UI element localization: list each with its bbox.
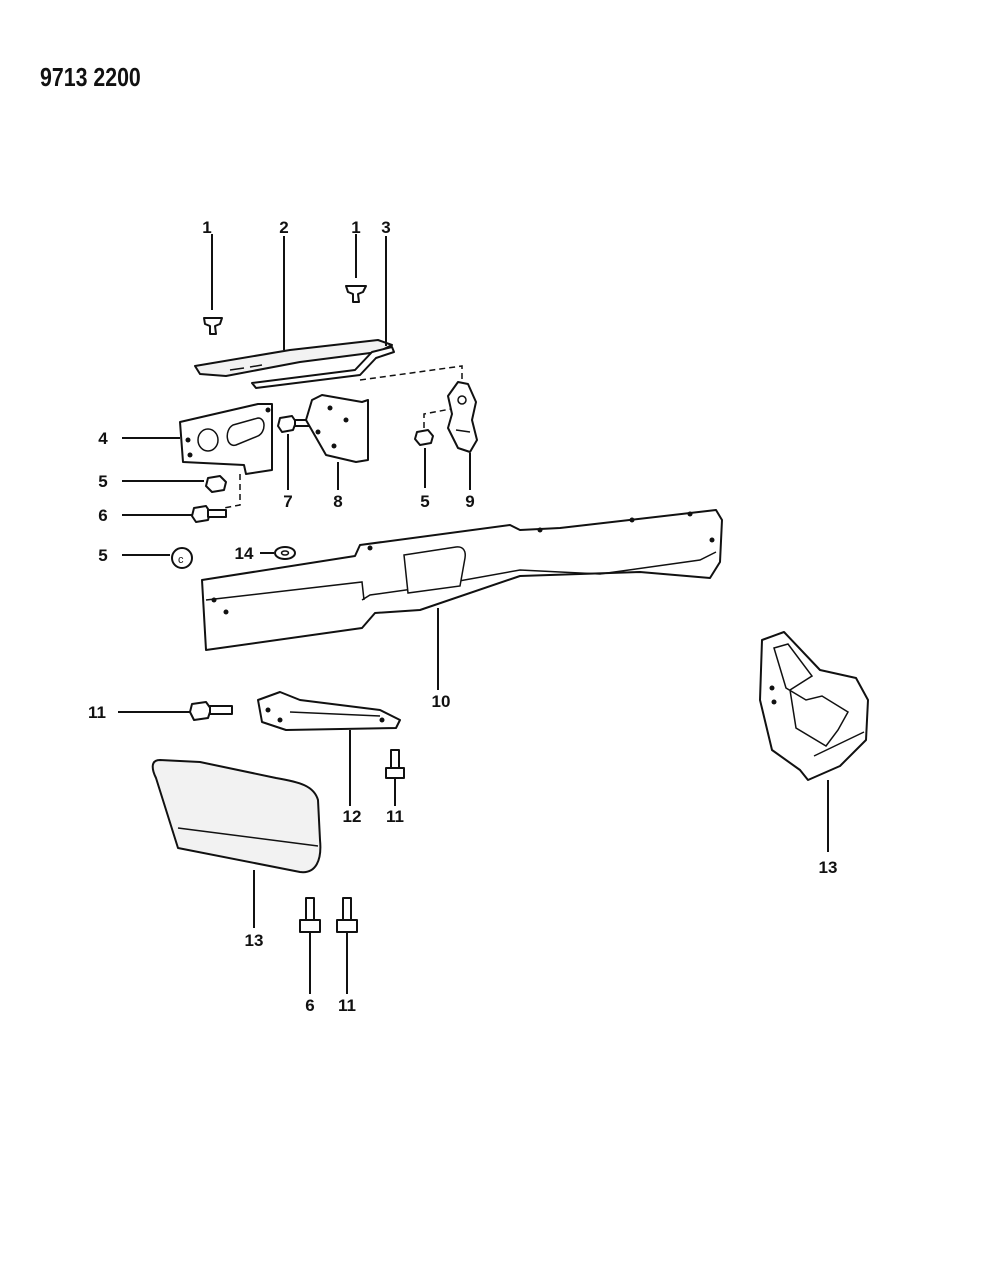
bracket-part-4 — [122, 403, 273, 509]
callout-11-b: 11 — [386, 807, 404, 826]
washer-part-14 — [260, 546, 296, 560]
svg-text:c: c — [178, 554, 184, 566]
callout-9: 9 — [465, 492, 474, 511]
clip-part-1-left — [203, 234, 223, 335]
callout-13-left: 13 — [245, 931, 264, 950]
reinforcement-strip-part-3 — [251, 236, 463, 389]
callout-14: 14 — [235, 544, 254, 563]
bracket-part-12 — [257, 691, 401, 806]
callout-4: 4 — [98, 429, 108, 448]
bracket-part-8 — [305, 394, 369, 490]
callout-labels: 1 2 1 3 4 5 6 7 8 5 9 5 14 10 11 12 11 1… — [88, 218, 837, 1015]
callout-3: 3 — [381, 218, 390, 237]
callout-12: 12 — [343, 807, 362, 826]
bolt-part-11-b — [385, 749, 405, 806]
callout-5-b: 5 — [420, 492, 429, 511]
upper-plate-part-2 — [194, 236, 393, 377]
bolt-part-7 — [277, 415, 310, 490]
callout-5-a: 5 — [98, 472, 107, 491]
clip-part-1-right — [345, 234, 367, 303]
callout-6-a: 6 — [98, 506, 107, 525]
bolt-part-6-b — [299, 897, 321, 994]
bolt-part-11-c — [336, 897, 358, 994]
callout-8: 8 — [333, 492, 342, 511]
callout-5-c: 5 — [98, 546, 107, 565]
callout-13-right: 13 — [819, 858, 838, 877]
diagram-code: 9713 2200 — [40, 62, 141, 92]
callout-7: 7 — [283, 492, 292, 511]
bumper-end-cap-part-13-left — [151, 759, 322, 928]
callout-10: 10 — [432, 692, 451, 711]
nut-part-5-b — [414, 407, 457, 488]
callout-2: 2 — [279, 218, 288, 237]
bolt-part-11-a — [118, 701, 233, 721]
callout-11-a: 11 — [88, 703, 106, 722]
nut-part-5-a — [122, 475, 227, 493]
nut-part-5-c: c — [122, 547, 193, 569]
callout-6-b: 6 — [305, 996, 314, 1015]
bracket-part-9 — [447, 381, 478, 490]
callout-1-left: 1 — [202, 218, 211, 237]
bolt-part-6-a — [122, 505, 227, 523]
callout-1-right: 1 — [351, 218, 360, 237]
callout-11-c: 11 — [338, 996, 356, 1015]
bumper-reinforcement-part-10 — [201, 509, 723, 690]
bumper-end-cap-part-13-right — [759, 631, 869, 852]
